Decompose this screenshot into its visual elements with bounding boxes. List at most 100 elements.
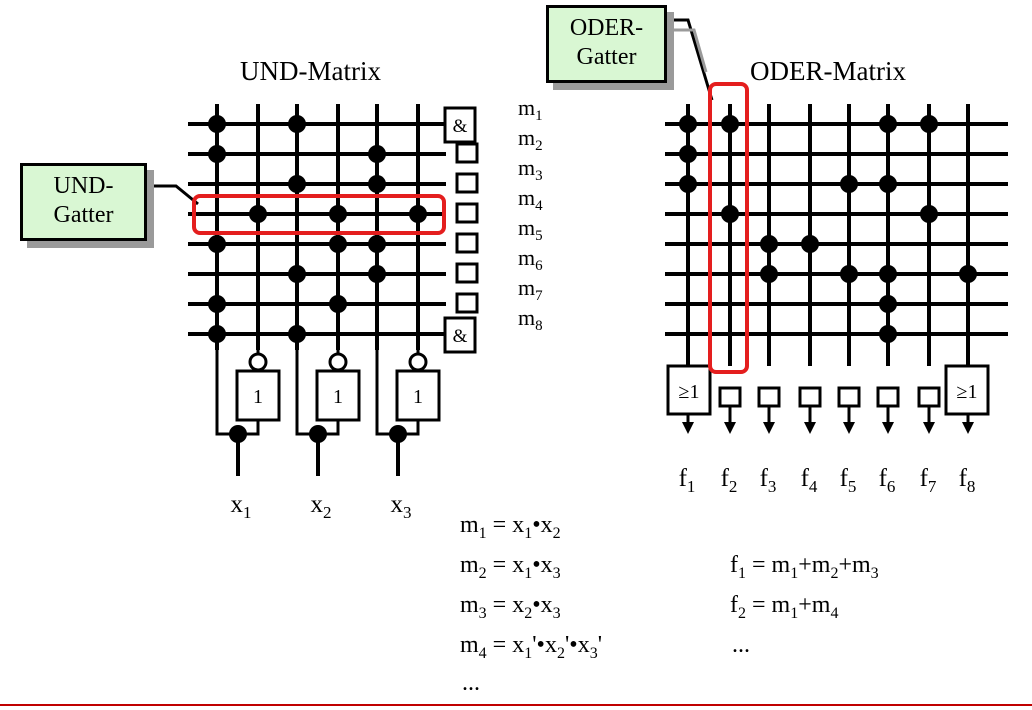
inverter-bubble-2 (328, 352, 348, 372)
inverter-label-1: 1 (253, 386, 263, 408)
oder-gatter-callout: ODER- Gatter (546, 5, 667, 83)
input-label-x1: x1 (231, 491, 252, 522)
oder-connection-dot (879, 325, 897, 343)
equation-m4: m4 = x1'•x2'•x3' (460, 632, 603, 662)
inverter-label-3: 1 (413, 386, 423, 408)
output-label-f6: f6 (879, 465, 896, 496)
oder-connection-dot (959, 265, 977, 283)
equation-f2: f2 = m1+m4 (730, 592, 839, 622)
minterm-label-m5: m5 (518, 215, 543, 244)
und-connection-dot (409, 205, 427, 223)
output-arrow-1 (682, 422, 694, 434)
and-gate-label-8: & (453, 326, 468, 347)
and-gate-6 (455, 262, 479, 284)
und-gatter-callout: UND- Gatter (20, 163, 147, 241)
und-connection-dot (329, 295, 347, 313)
und-connection-dot (288, 325, 306, 343)
und-connection-dot (208, 115, 226, 133)
or-gate-7 (917, 386, 941, 408)
input-label-x3: x3 (391, 491, 412, 522)
and-gate-label-1: & (453, 116, 468, 137)
und-connection-dot (368, 145, 386, 163)
oder-gatter-line1: ODER- (569, 15, 644, 41)
output-label-f2: f2 (721, 465, 738, 496)
equation-m3: m3 = x2•x3 (460, 592, 561, 622)
und-connection-dot (249, 205, 267, 223)
oder-callout-leader-shadow (674, 28, 708, 73)
minterm-label-m1: m1 (518, 95, 543, 124)
output-arrow-6 (882, 422, 894, 434)
minterm-label-m7: m7 (518, 275, 543, 304)
or-gate-label-1: ≥1 (679, 381, 700, 403)
inverter-2 (315, 369, 361, 422)
output-arrow-8 (962, 422, 974, 434)
output-label-f3: f3 (760, 465, 777, 496)
oder-connection-dot (679, 175, 697, 193)
minterm-label-m4: m4 (518, 185, 543, 214)
input-junction-dot-1 (229, 425, 247, 443)
und-connection-dot (329, 205, 347, 223)
output-arrow-4 (804, 422, 816, 434)
oder-connection-dot (760, 235, 778, 253)
und-connection-dot (288, 115, 306, 133)
oder-connection-dot (801, 235, 819, 253)
und-gatter-line2: Gatter (53, 202, 114, 228)
output-label-f5: f5 (840, 465, 857, 496)
equation-m1: m1 = x1•x2 (460, 512, 561, 542)
minterm-label-m3: m3 (518, 155, 543, 184)
und-gatter-highlight (192, 194, 446, 235)
und-connection-dot (368, 265, 386, 283)
und-connection-dot (368, 175, 386, 193)
and-gate-8 (443, 316, 477, 354)
inverter-3 (395, 369, 441, 422)
und-callout-leader (150, 184, 199, 206)
und-connection-dot (368, 235, 386, 253)
output-label-f8: f8 (959, 465, 976, 496)
input-label-x2: x2 (311, 491, 332, 522)
oder-connection-dot (760, 265, 778, 283)
output-label-f4: f4 (801, 465, 818, 496)
und-gatter-line1: UND- (53, 173, 114, 199)
output-arrow-7 (923, 422, 935, 434)
input-junction-dot-3 (389, 425, 407, 443)
or-gate-5 (837, 386, 861, 408)
output-arrow-5 (843, 422, 855, 434)
minterm-label-m6: m6 (518, 245, 543, 274)
oder-connection-dot (840, 265, 858, 283)
or-gate-3 (757, 386, 781, 408)
oder-connection-dot (879, 175, 897, 193)
und-matrix-title: UND-Matrix (240, 56, 381, 86)
oder-connection-dot (879, 115, 897, 133)
oder-gatter-line2: Gatter (576, 44, 637, 70)
und-connection-dot (208, 145, 226, 163)
equation-f-ellipsis: ... (732, 632, 750, 658)
oder-callout-leader (668, 18, 714, 101)
und-connection-dot (288, 265, 306, 283)
oder-connection-dot (721, 115, 739, 133)
minterm-label-m2: m2 (518, 125, 543, 154)
inverter-bubble-3 (408, 352, 428, 372)
and-gate-7 (455, 292, 479, 314)
or-gate-6 (876, 386, 900, 408)
minterm-label-m8: m8 (518, 305, 543, 334)
and-gate-3 (455, 172, 479, 194)
und-connection-dot (208, 325, 226, 343)
oder-gatter-highlight (708, 82, 749, 374)
and-gate-5 (455, 232, 479, 254)
and-gate-2 (455, 142, 479, 164)
oder-connection-dot (721, 205, 739, 223)
inverter-label-2: 1 (333, 386, 343, 408)
output-label-f1: f1 (679, 465, 696, 496)
and-gate-4 (455, 202, 479, 224)
und-connection-dot (208, 295, 226, 313)
inverter-bubble-1 (248, 352, 268, 372)
equation-m2: m2 = x1•x3 (460, 552, 561, 582)
und-connection-dot (288, 175, 306, 193)
oder-connection-dot (920, 115, 938, 133)
oder-connection-dot (840, 175, 858, 193)
oder-connection-dot (679, 115, 697, 133)
oder-connection-dot (879, 265, 897, 283)
or-gate-4 (798, 386, 822, 408)
